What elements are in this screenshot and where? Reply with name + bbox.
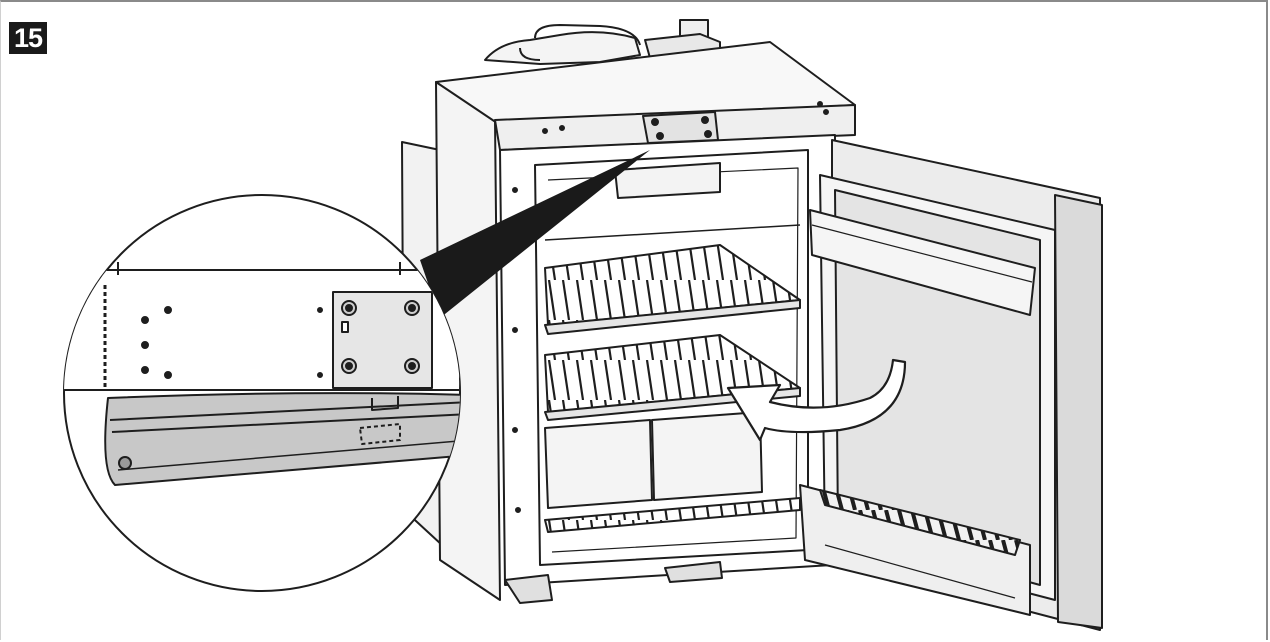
freezer-compartment-flap [614,162,721,199]
refrigerator [401,19,1103,631]
door-bar-shelf [809,209,1036,316]
magnifier-projection-beam [420,150,650,318]
step-number-badge: 15 [9,22,47,54]
top-hinge-plate [642,111,719,144]
hinge-detail-view [63,194,461,592]
detail-hinge-plate [332,291,433,389]
foot-right [664,561,723,583]
foot-left [504,574,553,604]
open-door [799,139,1103,631]
crisper-bin-left [544,419,653,509]
top-machinery-unit [484,19,721,65]
bottom-shelf [544,497,801,533]
curved-insertion-arrow [726,358,907,442]
crisper-bin-right [651,411,763,501]
